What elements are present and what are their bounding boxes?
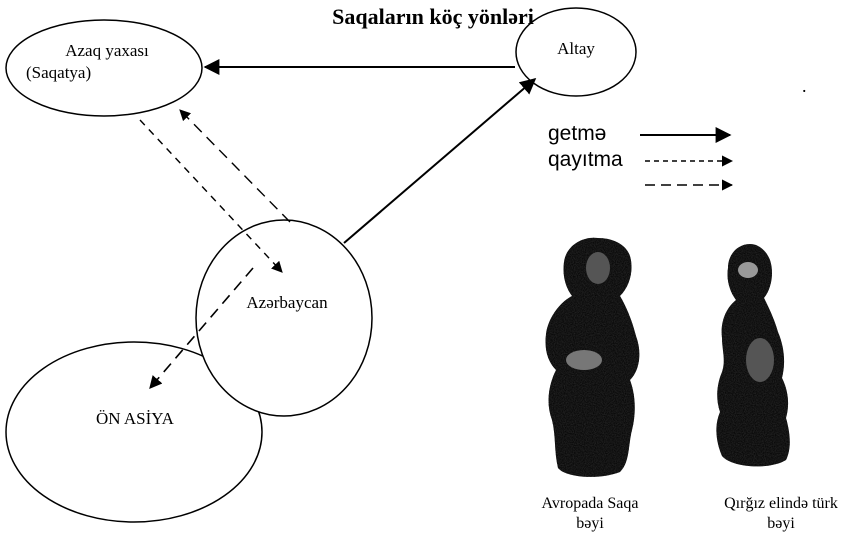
node-on-asiya-ellipse <box>5 341 263 523</box>
stray-dot-mark: . <box>802 76 807 96</box>
node-azaq-label-line2: (Saqatya) <box>26 63 92 82</box>
node-altay-ellipse <box>515 7 637 97</box>
node-altay-label: Altay <box>557 39 595 58</box>
node-azaq-label-line1: Azaq yaxası <box>65 41 149 60</box>
arrow-azerbaycan-to-azaq-long-dash <box>179 109 291 223</box>
node-azerbaycan-ellipse <box>195 219 373 417</box>
statue-europe-image <box>545 237 640 477</box>
caption-kyrgyz-turk-bey: Qırğız elində türk bəyi <box>698 494 864 534</box>
caption-europe-saqa-bey: Avropada Saqa bəyi <box>525 494 655 534</box>
node-azaq-ellipse <box>5 19 203 117</box>
diagram-title: Saqaların köç yönləri <box>332 4 534 29</box>
arrow-azerbaycan-to-on-asiya-long-dash <box>149 267 254 389</box>
caption-europe-line1: Avropada Saqa <box>541 495 639 512</box>
legend-qayitma-label: qayıtma <box>548 148 623 171</box>
node-azerbaycan-label: Azərbaycan <box>246 293 328 312</box>
caption-europe-line2: bəyi <box>576 515 604 532</box>
arrow-azerbaycan-to-altay <box>343 77 537 244</box>
caption-kyrgyz-line2: bəyi <box>767 515 795 532</box>
legend-getme-label: getmə <box>548 122 607 145</box>
arrow-azaq-to-azerbaycan-short-dash <box>139 119 283 273</box>
node-azaq-label: Azaq yaxası (Saqatya) <box>22 40 192 84</box>
node-on-asiya-label: ÖN ASİYA <box>96 409 174 428</box>
caption-kyrgyz-line1: Qırğız elində türk <box>724 495 838 512</box>
statue-kyrgyz-image <box>716 244 790 467</box>
